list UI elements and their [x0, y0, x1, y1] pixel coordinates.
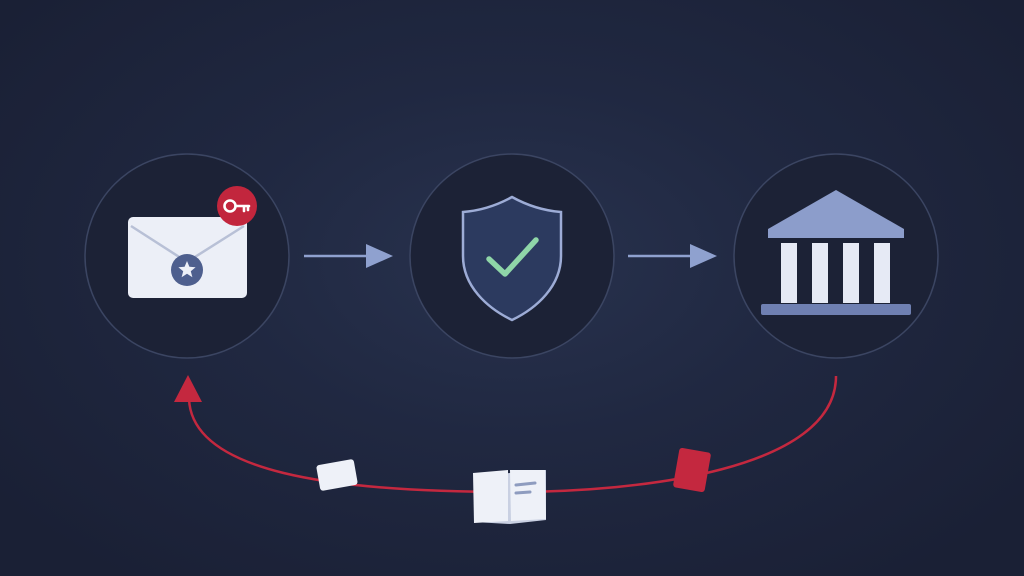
- arrow-envelope-to-shield: [304, 244, 393, 268]
- open-document-icon: [473, 470, 546, 524]
- checkmark-icon: [486, 237, 539, 277]
- star-icon: [178, 261, 196, 278]
- red-card-icon: [673, 448, 711, 492]
- card-icon: [316, 459, 358, 491]
- key-badge: [217, 186, 257, 226]
- shield-check-icon: [461, 195, 563, 322]
- arrow-shield-to-bank: [628, 244, 717, 268]
- key-icon: [223, 199, 251, 213]
- sealed-envelope-icon: [128, 217, 247, 298]
- node-circle-bank: [733, 153, 939, 359]
- bank-building-icon: [761, 190, 911, 315]
- return-arrow-head: [174, 375, 202, 402]
